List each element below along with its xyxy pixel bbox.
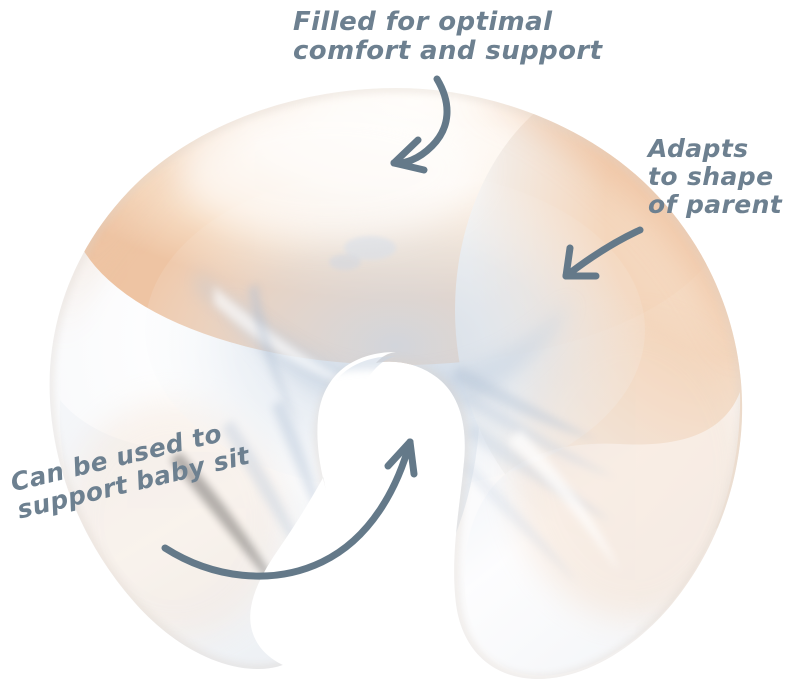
pillow-fold-right-d bbox=[460, 460, 578, 584]
annotation-filled-for-optimal-comfort: Filled for optimal comfort and support bbox=[293, 7, 603, 67]
arrow-to-filled-area bbox=[390, 75, 451, 174]
pillow-fold-right-a bbox=[452, 366, 596, 440]
arrow-adapts-shaft bbox=[562, 226, 644, 280]
annotation-adapts-to-shape-of-parent: Adapts to shape of parent bbox=[648, 134, 783, 219]
pillow-seam-pucker-2 bbox=[329, 254, 361, 270]
pillow-right-limb-sheen bbox=[508, 430, 620, 572]
pillow-fold-right-b bbox=[462, 392, 616, 478]
arrow-filled-head-upper bbox=[390, 136, 422, 167]
pillow-fold-lower-left-a bbox=[272, 400, 324, 528]
arrow-babysit-head-right bbox=[406, 438, 418, 478]
pillow-fold-left-gather bbox=[248, 284, 300, 424]
arrow-to-babysit-area bbox=[161, 438, 418, 580]
pillow-hole-fill bbox=[250, 352, 396, 672]
annotation-arrows bbox=[161, 75, 644, 580]
arrow-babysit-head-left bbox=[384, 438, 414, 470]
pillow-fold-lower-left-b bbox=[222, 420, 308, 566]
arrow-adapts-head-upper bbox=[562, 244, 574, 280]
pillow-top-highlight bbox=[180, 100, 480, 240]
arrow-to-adapts-area bbox=[562, 226, 644, 280]
arrow-babysit-shaft bbox=[161, 438, 414, 580]
pillow-seam-pucker bbox=[344, 236, 396, 260]
arrow-filled-head-lower bbox=[390, 159, 428, 174]
pillow-fold-lower-left-c bbox=[170, 452, 286, 602]
